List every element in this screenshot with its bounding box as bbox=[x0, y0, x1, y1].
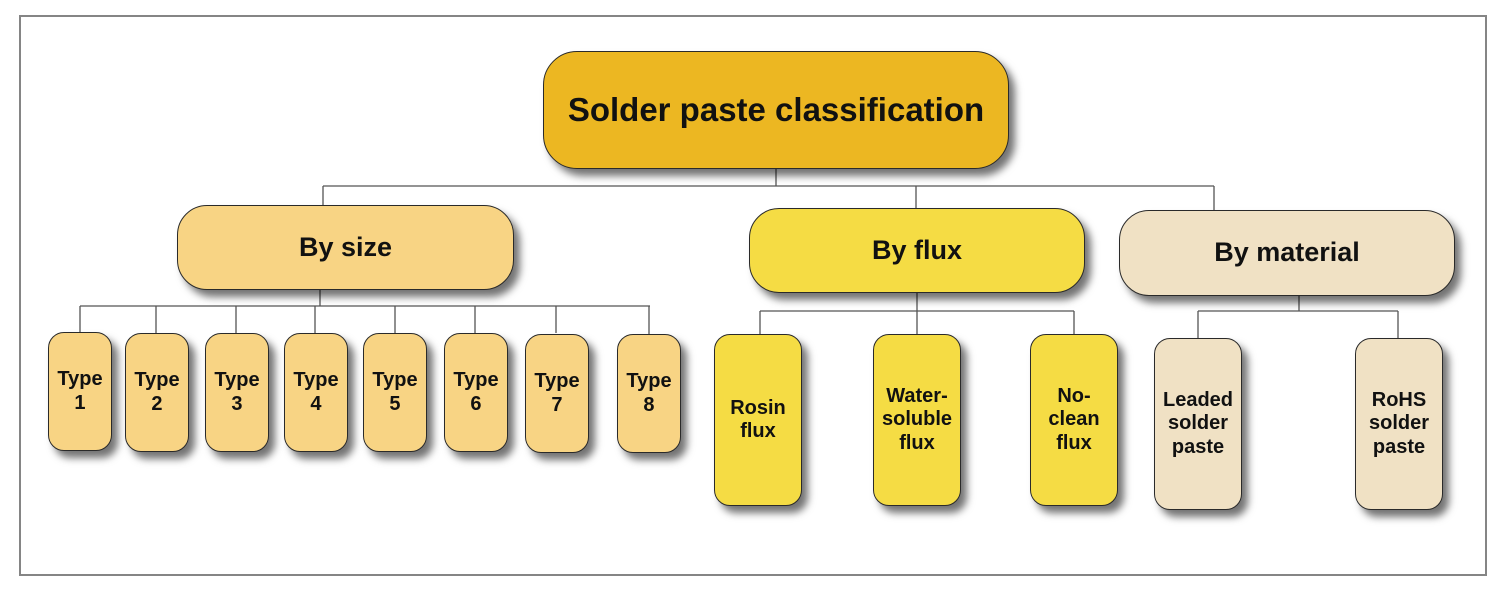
category-by-flux: By flux bbox=[749, 208, 1085, 293]
leaf-label: Type 3 bbox=[214, 369, 260, 415]
leaf-label: No- clean flux bbox=[1048, 384, 1100, 454]
leaf-type-1: Type 1 bbox=[48, 332, 112, 451]
leaf-label: Type 1 bbox=[57, 368, 103, 414]
leaf-no-clean-flux: No- clean flux bbox=[1030, 334, 1118, 506]
category-label: By size bbox=[298, 231, 393, 262]
leaf-label: RoHS solder paste bbox=[1368, 388, 1430, 458]
category-by-material: By material bbox=[1119, 210, 1455, 296]
root-label: Solder paste classification bbox=[567, 90, 985, 128]
leaf-label: Type 5 bbox=[372, 369, 418, 415]
leaf-leaded-solder-paste: Leaded solder paste bbox=[1154, 338, 1242, 510]
leaf-label: Type 4 bbox=[293, 369, 339, 415]
leaf-type-2: Type 2 bbox=[125, 333, 189, 452]
leaf-label: Type 8 bbox=[626, 370, 672, 416]
leaf-label: Leaded solder paste bbox=[1162, 388, 1234, 458]
leaf-type-3: Type 3 bbox=[205, 333, 269, 452]
leaf-label: Rosin flux bbox=[730, 396, 786, 442]
leaf-type-4: Type 4 bbox=[284, 333, 348, 452]
root-node: Solder paste classification bbox=[543, 51, 1009, 169]
category-label: By flux bbox=[871, 234, 963, 265]
leaf-type-8: Type 8 bbox=[617, 334, 681, 453]
leaf-type-6: Type 6 bbox=[444, 333, 508, 452]
leaf-water-soluble-flux: Water- soluble flux bbox=[873, 334, 961, 506]
leaf-label: Type 2 bbox=[134, 369, 180, 415]
leaf-rosin-flux: Rosin flux bbox=[714, 334, 802, 506]
leaf-type-7: Type 7 bbox=[525, 334, 589, 453]
category-by-size: By size bbox=[177, 205, 514, 290]
leaf-label: Type 7 bbox=[534, 370, 580, 416]
leaf-label: Water- soluble flux bbox=[881, 384, 952, 454]
leaf-type-5: Type 5 bbox=[363, 333, 427, 452]
category-label: By material bbox=[1214, 237, 1360, 268]
leaf-rohs-solder-paste: RoHS solder paste bbox=[1355, 338, 1443, 510]
leaf-label: Type 6 bbox=[453, 369, 499, 415]
